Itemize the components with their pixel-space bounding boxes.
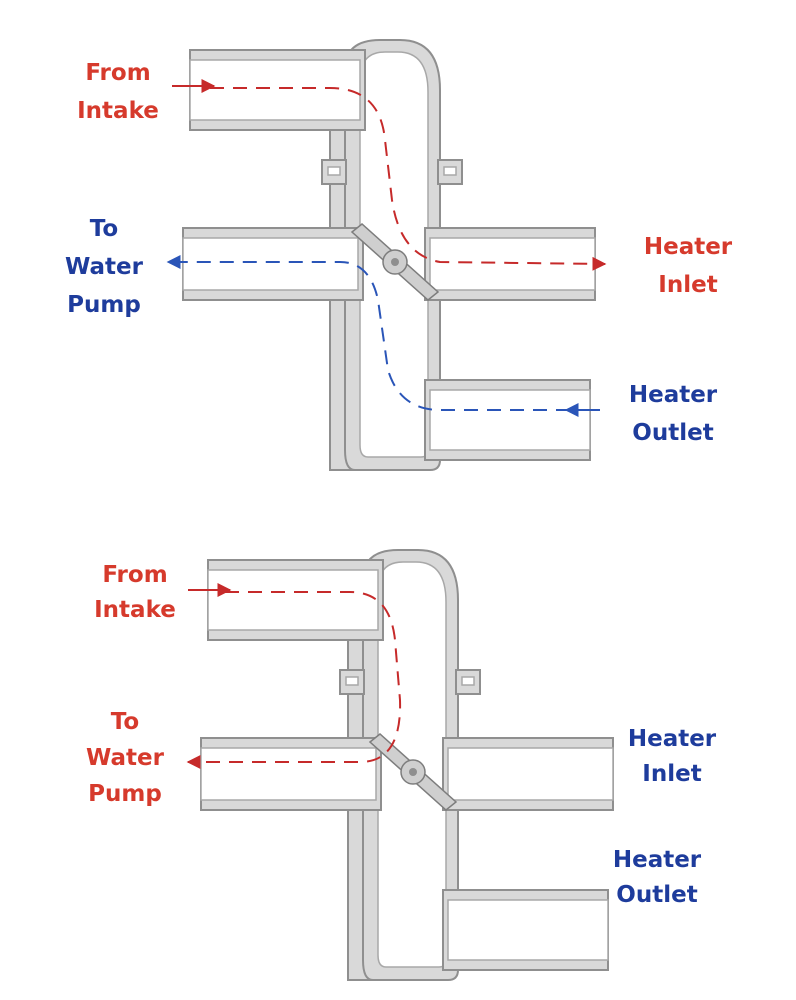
bottom-heater-outlet-line2: Outlet [616, 882, 697, 908]
top-pump-label: Pump [67, 292, 141, 318]
bottom-flow-intake-to-pump [186, 591, 402, 769]
bottom-to-label: To [111, 709, 139, 735]
top-to-label: To [90, 216, 118, 242]
bottom-valve-diagram: From Intake To Water Pump Heater Inlet H… [86, 549, 717, 981]
bottom-valve-body [200, 549, 614, 981]
top-from-label: From [85, 60, 150, 86]
bottom-heater-outlet-line1: Heater [613, 847, 702, 873]
top-heater-outlet-line2: Outlet [632, 420, 713, 446]
top-heater-outlet-line1: Heater [629, 382, 718, 408]
bottom-heater-inlet-line2: Inlet [642, 761, 701, 787]
top-heater-inlet-line1: Heater [644, 234, 733, 260]
top-intake-label: Intake [77, 98, 159, 124]
top-valve-body [182, 39, 596, 471]
top-flow-intake-to-heater [210, 87, 607, 271]
bottom-water-label: Water [86, 745, 165, 771]
top-flow-outlet-to-pump [166, 255, 570, 411]
bottom-heater-inlet-line1: Heater [628, 726, 717, 752]
top-heater-inlet-line2: Inlet [658, 272, 717, 298]
top-valve-diagram: From Intake To Water Pump Heater Inlet H… [65, 39, 733, 471]
bottom-from-label: From [102, 562, 167, 588]
bottom-pump-label: Pump [88, 781, 162, 807]
bottom-intake-label: Intake [94, 597, 176, 623]
top-water-label: Water [65, 254, 144, 280]
